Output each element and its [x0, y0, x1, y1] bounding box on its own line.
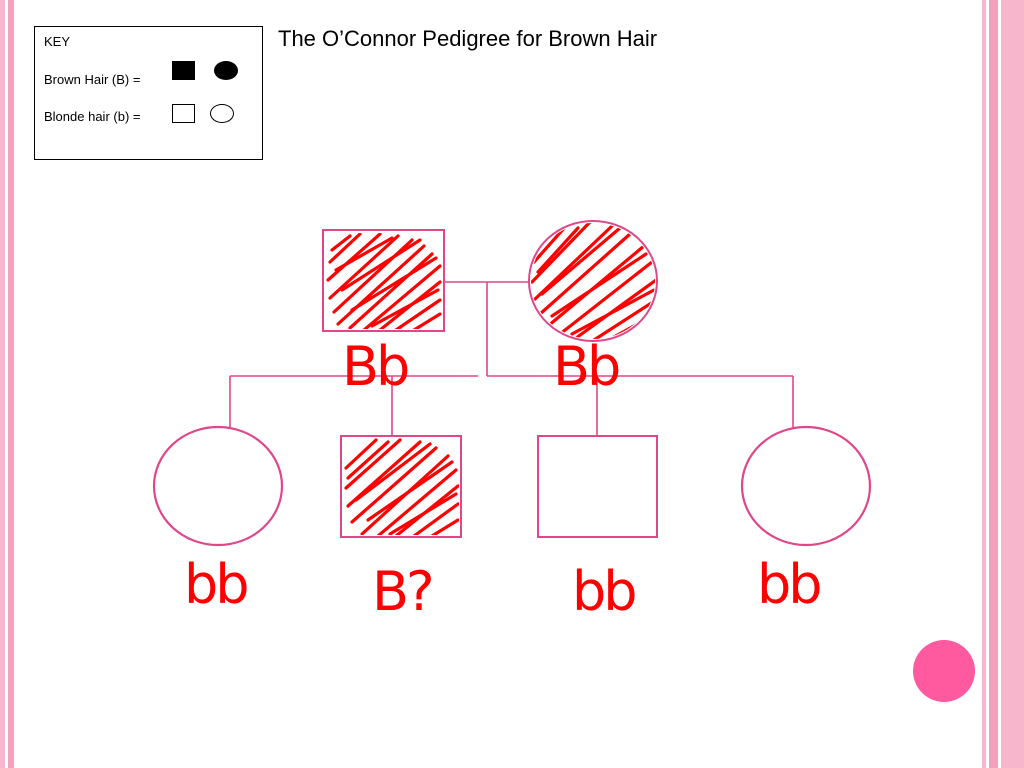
child-3-square: [537, 435, 658, 538]
child-1-circle: [152, 425, 284, 547]
mother-circle: [528, 220, 658, 342]
mother-scribble: [531, 223, 655, 339]
legend-heading: KEY: [44, 34, 71, 49]
slide-frame-right: [976, 0, 1024, 768]
accent-dot: [913, 640, 975, 702]
slide-frame-left: [0, 0, 14, 768]
father-scribble: [326, 233, 442, 329]
legend-brown-square-icon: [172, 61, 195, 80]
child-2-genotype-label: B?: [372, 560, 432, 623]
mother-symbol: [528, 220, 658, 342]
child-2-square: [340, 435, 462, 538]
child-4-genotype-label: bb: [757, 553, 820, 616]
legend-blonde-square-icon: [172, 104, 195, 123]
pedigree-lines: [229, 281, 794, 436]
legend-key-box: KEY Brown Hair (B) = Blonde hair (b) =: [34, 26, 263, 160]
child-2-scribble: [344, 438, 459, 535]
legend-blonde-circle-icon: [210, 104, 234, 123]
father-genotype-label: Bb: [342, 335, 408, 398]
mother-genotype-label: Bb: [553, 335, 619, 398]
father-square: [322, 229, 445, 332]
child-4-circle: [740, 425, 872, 547]
legend-brown-label: Brown Hair (B) =: [44, 72, 141, 87]
legend-blonde-label: Blonde hair (b) =: [44, 109, 141, 124]
child-2-symbol: [340, 435, 462, 538]
page-title: The O’Connor Pedigree for Brown Hair: [278, 26, 658, 51]
child-1-genotype-label: bb: [184, 553, 247, 616]
father-symbol: [322, 229, 445, 332]
legend-brown-circle-icon: [214, 61, 238, 80]
child-3-genotype-label: bb: [572, 560, 635, 623]
